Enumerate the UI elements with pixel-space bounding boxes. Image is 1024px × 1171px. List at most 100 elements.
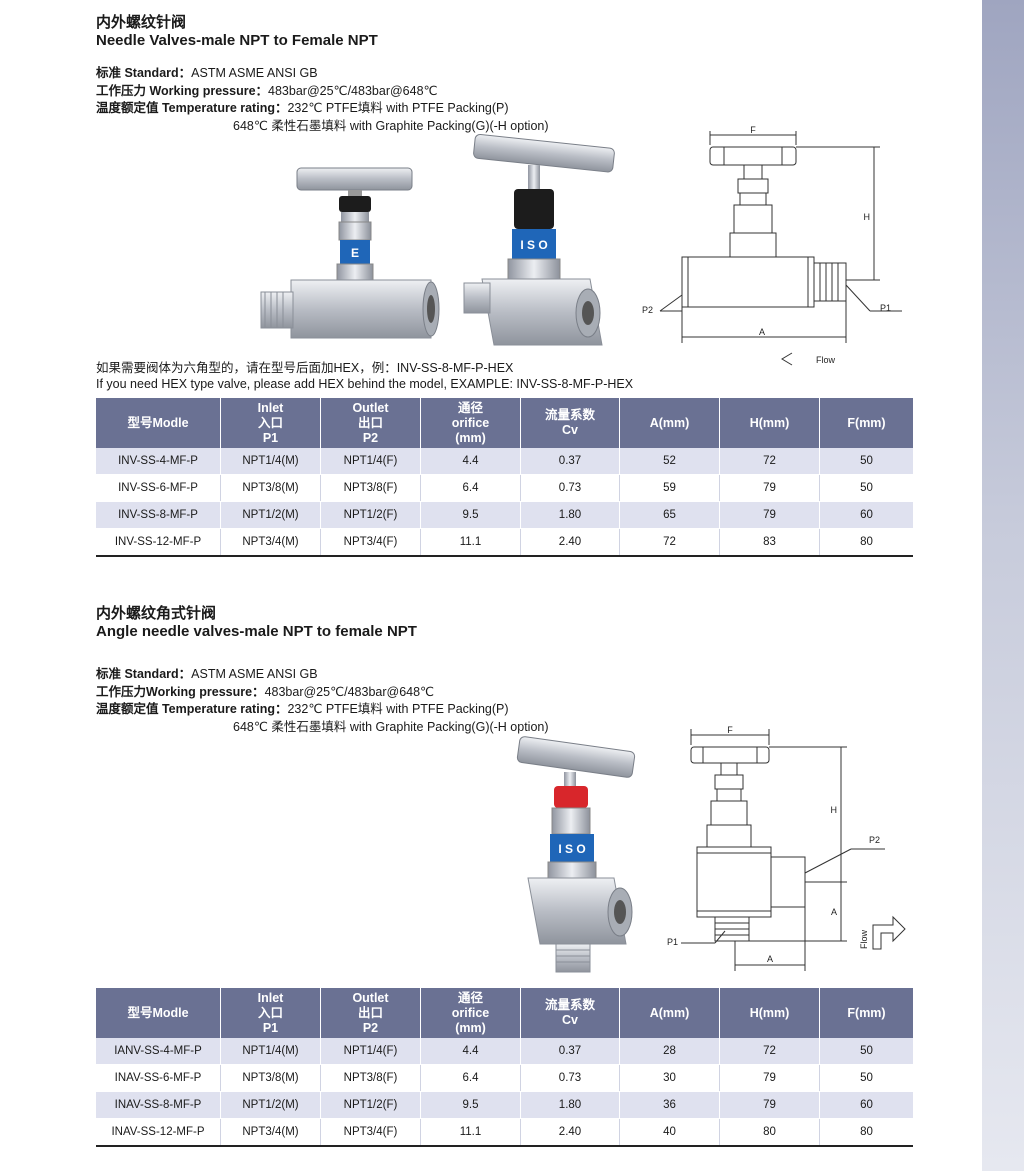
temp-label: 温度额定值 Temperature rating： [96, 702, 288, 716]
cell-outlet: NPT1/2(F) [320, 1091, 421, 1119]
cell-orifice: 4.4 [420, 448, 521, 475]
section1-title-en: Needle Valves-male NPT to Female NPT [96, 32, 378, 49]
cell-inlet: NPT1/2(M) [220, 501, 321, 529]
cell-orifice: 6.4 [420, 474, 521, 502]
dim-f: F [727, 725, 733, 735]
hex-note-en: If you need HEX type valve, please add H… [96, 377, 634, 391]
cell-f: 60 [819, 1091, 913, 1119]
cell-orifice: 11.1 [420, 528, 521, 557]
cell-model: INV-SS-12-MF-P [96, 528, 221, 557]
col-outlet-cn: 出口 [357, 1005, 383, 1020]
cell-f: 80 [819, 1118, 913, 1147]
cell-cv: 2.40 [520, 1118, 620, 1147]
cell-f: 50 [819, 1064, 913, 1092]
cell-f: 50 [819, 474, 913, 502]
cell-a: 65 [619, 501, 720, 529]
cell-inlet: NPT1/4(M) [220, 448, 321, 475]
col-model: 型号Modle [96, 988, 221, 1038]
cell-orifice: 9.5 [420, 1091, 521, 1119]
col-inlet-en: Inlet [257, 990, 284, 1005]
section1-header: 内外螺纹针阀 Needle Valves-male NPT to Female … [96, 14, 378, 50]
dim-h: H [864, 212, 871, 222]
pressure-value: 483bar@25℃/483bar@648℃ [264, 684, 435, 699]
standard-value: ASTM ASME ANSI GB [191, 667, 318, 681]
cell-outlet: NPT3/8(F) [320, 1064, 421, 1092]
col-inlet-cn: 入口 [257, 1005, 283, 1020]
cell-model: INV-SS-4-MF-P [96, 448, 221, 475]
cell-inlet: NPT3/8(M) [220, 1064, 321, 1092]
col-orifice-unit: (mm) [455, 1020, 486, 1035]
cell-cv: 0.37 [520, 1038, 620, 1065]
dim-a: A [767, 954, 773, 964]
col-orifice-unit: (mm) [455, 430, 486, 445]
cell-orifice: 4.4 [420, 1038, 521, 1065]
cell-h: 72 [719, 448, 820, 475]
col-outlet-en: Outlet [352, 990, 389, 1005]
cell-inlet: NPT1/4(M) [220, 1038, 321, 1065]
col-a: A(mm) [619, 988, 720, 1038]
dim-a-side: A [831, 907, 837, 917]
section2-specs: 标准 Standard：ASTM ASME ANSI GB 工作压力Workin… [96, 666, 549, 736]
dim-f: F [750, 125, 756, 135]
col-cv-cn: 流量系数 [544, 408, 595, 422]
dim-p2: P2 [642, 305, 653, 315]
cell-orifice: 9.5 [420, 501, 521, 529]
cell-f: 80 [819, 528, 913, 557]
pressure-value: 483bar@25℃/483bar@648℃ [268, 83, 438, 98]
hex-note: 如果需要阀体为六角型的，请在型号后面加HEX，例：INV-SS-8-MF-P-H… [96, 360, 633, 392]
col-cv-en: Cv [562, 1013, 578, 1027]
cell-h: 72 [719, 1038, 820, 1065]
cell-f: 50 [819, 1038, 913, 1065]
section2-title-en: Angle needle valves-male NPT to female N… [96, 623, 417, 640]
cell-a: 52 [619, 448, 720, 475]
section2-header: 内外螺纹角式针阀 Angle needle valves-male NPT to… [96, 605, 417, 641]
col-inlet-cn: 入口 [257, 415, 283, 430]
flow-label: Flow [859, 929, 869, 949]
col-outlet-code: P2 [362, 430, 379, 445]
pressure-label: 工作压力Working pressure： [96, 684, 265, 699]
iso-badge-text-2: I S O [558, 842, 585, 856]
cell-inlet: NPT3/4(M) [220, 528, 321, 557]
cell-model: INV-SS-6-MF-P [96, 474, 221, 502]
iso-badge-text-1: I S O [520, 238, 547, 252]
cell-outlet: NPT1/4(F) [320, 1038, 421, 1065]
cell-f: 60 [819, 501, 913, 529]
dim-a: A [759, 327, 765, 337]
col-outlet-cn: 出口 [357, 415, 383, 430]
angle-valve-diagram: F H P2 A P1 A Flow [667, 725, 906, 971]
needle-valve-photo-1: E [260, 167, 440, 339]
temp-label: 温度额定值 Temperature rating： [96, 101, 288, 115]
cell-f: 50 [819, 448, 913, 475]
cell-a: 72 [619, 528, 720, 557]
cell-h: 79 [719, 501, 820, 529]
cell-cv: 0.73 [520, 1064, 620, 1092]
cell-h: 79 [719, 1064, 820, 1092]
angle-valve-photo: I S O [516, 736, 636, 973]
col-outlet-en: Outlet [352, 400, 389, 415]
cell-h: 83 [719, 528, 820, 557]
flow-label: Flow [816, 355, 836, 365]
col-model: 型号Modle [96, 398, 221, 448]
col-orifice-cn: 通径 [457, 400, 483, 415]
cell-model: IANV-SS-4-MF-P [96, 1038, 221, 1065]
cell-outlet: NPT3/8(F) [320, 474, 421, 502]
col-h: H(mm) [719, 988, 820, 1038]
dim-p1: P1 [880, 303, 891, 313]
col-a: A(mm) [619, 398, 720, 448]
cell-outlet: NPT1/2(F) [320, 501, 421, 529]
temp-value-2: 648℃ 柔性石墨填料 with Graphite Packing(G)(-H … [233, 118, 549, 133]
temp-value-2: 648℃ 柔性石墨填料 with Graphite Packing(G)(-H … [233, 719, 549, 734]
cell-inlet: NPT3/8(M) [220, 474, 321, 502]
col-orifice-en: orifice [451, 415, 490, 430]
col-f: F(mm) [819, 398, 913, 448]
